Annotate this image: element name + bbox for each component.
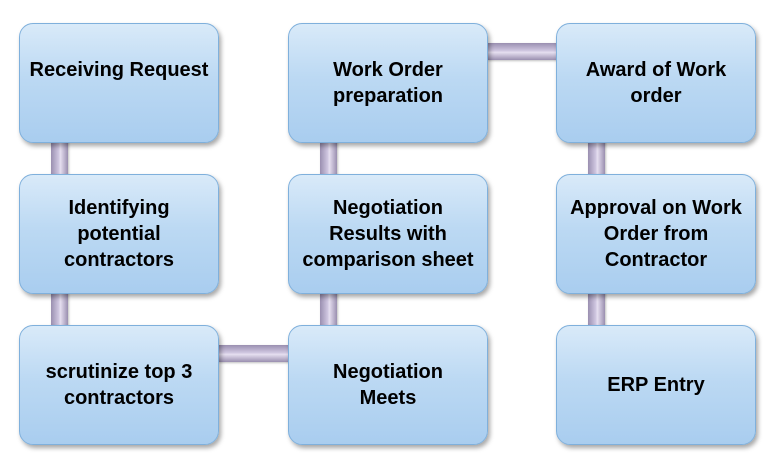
box-receiving-request: Receiving Request: [19, 23, 219, 143]
connector-work-order-prep-to-award: [487, 43, 559, 60]
box-erp-entry: ERP Entry: [556, 325, 756, 445]
connector-approval-to-erp: [588, 292, 605, 327]
box-label: Negotiation Results with comparison shee…: [302, 197, 474, 271]
box-approval-on-work-order: Approval on Work Order from Contractor: [556, 174, 756, 294]
box-label: Work Order preparation: [332, 59, 444, 107]
box-award-of-work-order: Award of Work order: [556, 23, 756, 143]
connector-negotiation-meets-to-results: [320, 292, 337, 327]
box-label: ERP Entry: [607, 374, 705, 396]
connector-receiving-to-identifying: [51, 140, 68, 178]
box-label: Award of Work order: [585, 59, 727, 107]
connector-results-to-work-order-prep: [320, 140, 337, 178]
box-label: Receiving Request: [29, 59, 209, 81]
connector-identifying-to-scrutinize: [51, 292, 68, 327]
connector-scrutinize-to-negotiation-meets: [218, 345, 290, 362]
box-label: Identifying potential contractors: [63, 197, 175, 271]
box-label: Approval on Work Order from Contractor: [570, 197, 742, 271]
box-work-order-preparation: Work Order preparation: [288, 23, 488, 143]
box-identifying-contractors: Identifying potential contractors: [19, 174, 219, 294]
connector-award-to-approval: [588, 140, 605, 178]
box-label: Negotiation Meets: [333, 361, 443, 409]
box-negotiation-meets: Negotiation Meets: [288, 325, 488, 445]
box-label: scrutinize top 3 contractors: [45, 361, 193, 409]
box-negotiation-results: Negotiation Results with comparison shee…: [288, 174, 488, 294]
box-scrutinize-top3: scrutinize top 3 contractors: [19, 325, 219, 445]
